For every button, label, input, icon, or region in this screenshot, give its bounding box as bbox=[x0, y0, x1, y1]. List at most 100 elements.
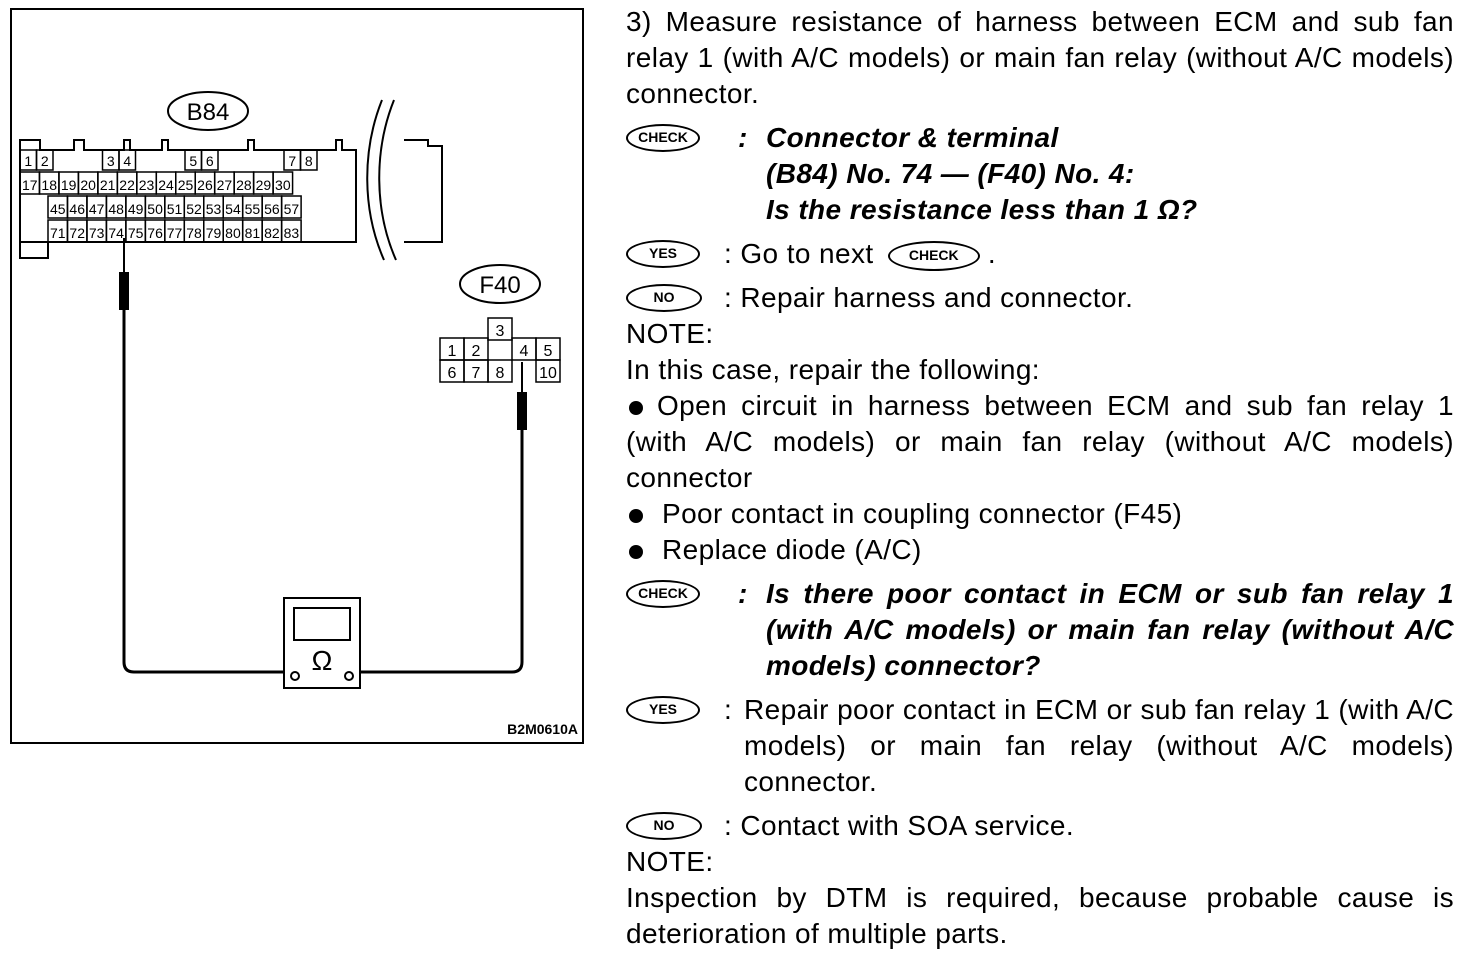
yes-1-suffix: . bbox=[987, 238, 997, 269]
note-1-intro: In this case, repair the following: bbox=[626, 354, 1040, 385]
ecm-pin-label: 19 bbox=[61, 177, 77, 193]
ecm-pin-label: 21 bbox=[100, 177, 116, 193]
ecm-pin-label: 74 bbox=[108, 225, 124, 241]
ecm-pin-label: 80 bbox=[225, 225, 241, 241]
yes-1-text: : Go to next bbox=[724, 238, 874, 269]
ecm-pin-label: 27 bbox=[217, 177, 233, 193]
yes-1: YES : Go to next CHECK . bbox=[626, 236, 1454, 272]
check-badge: CHECK bbox=[626, 580, 700, 608]
bullet-icon bbox=[629, 509, 643, 523]
check-1: CHECK : Connector & terminal (B84) No. 7… bbox=[626, 120, 1454, 228]
no-2: NO : Contact with SOA service. bbox=[626, 808, 1454, 844]
ecm-pin-label: 23 bbox=[139, 177, 155, 193]
ecm-pin-label: 8 bbox=[305, 153, 313, 169]
ecm-pin-label: 30 bbox=[275, 177, 291, 193]
note-1-item-2: Poor contact in coupling connector (F45) bbox=[626, 496, 1454, 532]
no-badge: NO bbox=[626, 812, 702, 840]
probe-ecm bbox=[119, 272, 129, 310]
note-2-text: Inspection by DTM is required, because p… bbox=[626, 882, 1454, 949]
f40-label: F40 bbox=[479, 272, 520, 299]
yes-2: YES : Repair poor contact in ECM or sub … bbox=[626, 692, 1454, 800]
f40-pin-cell bbox=[487, 317, 513, 341]
ecm-pin-label: 5 bbox=[189, 153, 197, 169]
check-badge: CHECK bbox=[626, 124, 700, 152]
procedure-text: 3) Measure resistance of harness between… bbox=[626, 4, 1454, 952]
f40-pin-label: 1 bbox=[448, 343, 457, 360]
yes-badge: YES bbox=[626, 696, 700, 724]
ecm-pin-label: 78 bbox=[186, 225, 202, 241]
ecm-pin-label: 56 bbox=[264, 201, 280, 217]
ecm-pin-cell bbox=[280, 195, 302, 219]
check-2: CHECK : Is there poor contact in ECM or … bbox=[626, 576, 1454, 684]
ecm-pin-cell bbox=[200, 149, 219, 171]
f40-pin-label: 2 bbox=[472, 343, 481, 360]
ohm-symbol: Ω bbox=[312, 645, 333, 676]
b84-label-ellipse bbox=[167, 91, 249, 131]
ecm-pin-label: 47 bbox=[89, 201, 105, 217]
ecm-pin-label: 20 bbox=[80, 177, 96, 193]
note-2-title: NOTE: bbox=[626, 846, 714, 877]
ecm-pin-label: 25 bbox=[178, 177, 194, 193]
ecm-connector-body bbox=[19, 139, 357, 243]
ecm-pin-label: 77 bbox=[167, 225, 183, 241]
no-2-text: : Contact with SOA service. bbox=[724, 810, 1075, 841]
ecm-pin-label: 22 bbox=[119, 177, 135, 193]
ecm-pin-label: 49 bbox=[128, 201, 144, 217]
f40-pin-label: 10 bbox=[539, 365, 557, 382]
ecm-pin-cell bbox=[280, 219, 302, 243]
ecm-pin-label: 46 bbox=[69, 201, 85, 217]
ecm-pin-label: 73 bbox=[89, 225, 105, 241]
ecm-pin-label: 26 bbox=[197, 177, 213, 193]
ecm-pin-label: 55 bbox=[245, 201, 261, 217]
ecm-pin-label: 2 bbox=[41, 153, 49, 169]
f40-pin-label: 6 bbox=[448, 365, 457, 382]
ecm-pin-label: 83 bbox=[284, 225, 300, 241]
ecm-pin-label: 57 bbox=[284, 201, 300, 217]
ecm-pin-label: 71 bbox=[50, 225, 66, 241]
no-1-text: : Repair harness and connector. bbox=[724, 282, 1134, 313]
ecm-pin-label: 81 bbox=[245, 225, 261, 241]
ecm-pin-label: 50 bbox=[147, 201, 163, 217]
ecm-pin-label: 24 bbox=[158, 177, 174, 193]
note-1-item-1: Open circuit in harness between ECM and … bbox=[626, 390, 1454, 493]
harness-break-left bbox=[366, 99, 385, 261]
ecm-pin-label: 17 bbox=[22, 177, 38, 193]
ecm-pin-label: 48 bbox=[108, 201, 124, 217]
no-1: NO : Repair harness and connector. bbox=[626, 280, 1454, 316]
ecm-pin-label: 72 bbox=[69, 225, 85, 241]
bullet-icon bbox=[629, 401, 643, 415]
test-lead-right bbox=[360, 430, 524, 674]
f40-pin-label: 3 bbox=[496, 323, 505, 340]
f40-pin-label: 5 bbox=[544, 343, 553, 360]
f40-pin-cell bbox=[535, 359, 561, 383]
f40-pin-label: 4 bbox=[520, 343, 529, 360]
step-heading: 3) Measure resistance of harness between… bbox=[626, 6, 1454, 109]
ecm-pin-label: 7 bbox=[288, 153, 296, 169]
ecm-pin-label: 1 bbox=[24, 153, 32, 169]
ecm-pin-cell bbox=[118, 149, 137, 171]
ecm-pin-label: 18 bbox=[41, 177, 57, 193]
yes-2-text: Repair poor contact in ECM or sub fan re… bbox=[744, 694, 1454, 797]
ecm-pin-label: 28 bbox=[236, 177, 252, 193]
no-badge: NO bbox=[626, 284, 702, 312]
ecm-pin-cell bbox=[272, 171, 294, 195]
check-badge-inline: CHECK bbox=[887, 240, 980, 271]
bullet-icon bbox=[629, 545, 643, 559]
check-2-text: Is there poor contact in ECM or sub fan … bbox=[766, 578, 1454, 681]
test-lead-left bbox=[122, 310, 284, 674]
note-1-item-3: Replace diode (A/C) bbox=[626, 532, 1454, 568]
check-1-line-2: (B84) No. 74 — (F40) No. 4: bbox=[766, 158, 1135, 189]
check-1-line-1: Connector & terminal bbox=[766, 122, 1059, 153]
ohmmeter-display bbox=[293, 607, 351, 641]
check-1-line-3: Is the resistance less than 1 Ω? bbox=[766, 194, 1198, 225]
yes-badge: YES bbox=[626, 240, 700, 268]
f40-pin-cell bbox=[487, 359, 513, 383]
ecm-pin-label: 29 bbox=[256, 177, 272, 193]
f40-pin-label: 7 bbox=[472, 365, 481, 382]
ecm-pin-cell bbox=[299, 149, 318, 171]
ecm-pin-label: 6 bbox=[206, 153, 214, 169]
